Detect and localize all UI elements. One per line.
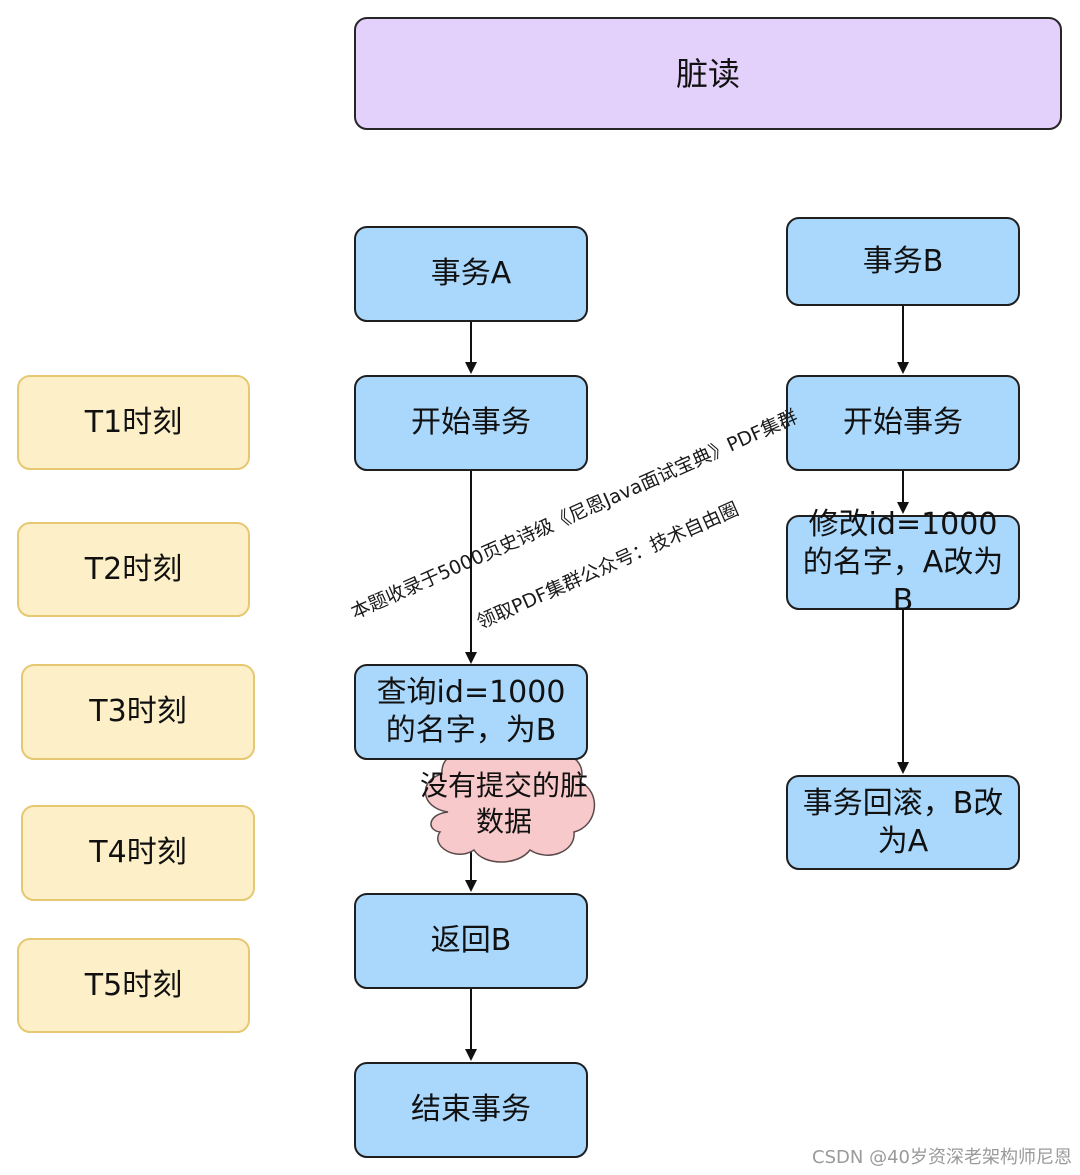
diagram-title: 脏读	[354, 17, 1062, 130]
transaction-a-header: 事务A	[354, 226, 588, 322]
cloud-note-text: 没有提交的脏数据	[420, 769, 589, 838]
step-text: 修改id=1000的名字，A改为B	[802, 506, 1004, 618]
step-text: 结束事务	[411, 1092, 531, 1127]
step-text: 查询id=1000的名字，为B	[376, 675, 566, 748]
transaction-b-begin: 开始事务	[786, 375, 1020, 471]
step-text: 事务回滚，B改为A	[802, 785, 1004, 859]
transaction-a-end: 结束事务	[354, 1062, 588, 1158]
time-label-text: T2时刻	[84, 551, 183, 587]
step-text: 事务B	[862, 243, 944, 279]
step-text: 事务A	[430, 256, 512, 291]
step-text: 返回B	[430, 923, 512, 958]
dirty-data-cloud-label: 没有提交的脏数据	[420, 764, 588, 844]
step-text: 开始事务	[411, 405, 531, 440]
time-label-t5: T5时刻	[17, 938, 250, 1033]
transaction-a-query: 查询id=1000的名字，为B	[354, 664, 588, 760]
transaction-a-return: 返回B	[354, 893, 588, 989]
time-label-text: T5时刻	[84, 967, 183, 1003]
step-text: 开始事务	[843, 405, 963, 440]
transaction-a-begin: 开始事务	[354, 375, 588, 471]
time-label-text: T3时刻	[89, 694, 187, 729]
diagram-title-text: 脏读	[675, 54, 740, 93]
time-label-text: T4时刻	[89, 835, 187, 870]
time-label-t1: T1时刻	[17, 375, 250, 470]
transaction-b-header: 事务B	[786, 217, 1020, 306]
time-label-text: T1时刻	[84, 404, 183, 440]
footer-credit: CSDN @40岁资深老架构师尼恩	[812, 1147, 1072, 1168]
time-label-t4: T4时刻	[21, 805, 255, 901]
transaction-b-rollback: 事务回滚，B改为A	[786, 775, 1020, 870]
time-label-t3: T3时刻	[21, 664, 255, 760]
transaction-b-update: 修改id=1000的名字，A改为B	[786, 507, 1020, 618]
time-label-t2: T2时刻	[17, 522, 250, 617]
